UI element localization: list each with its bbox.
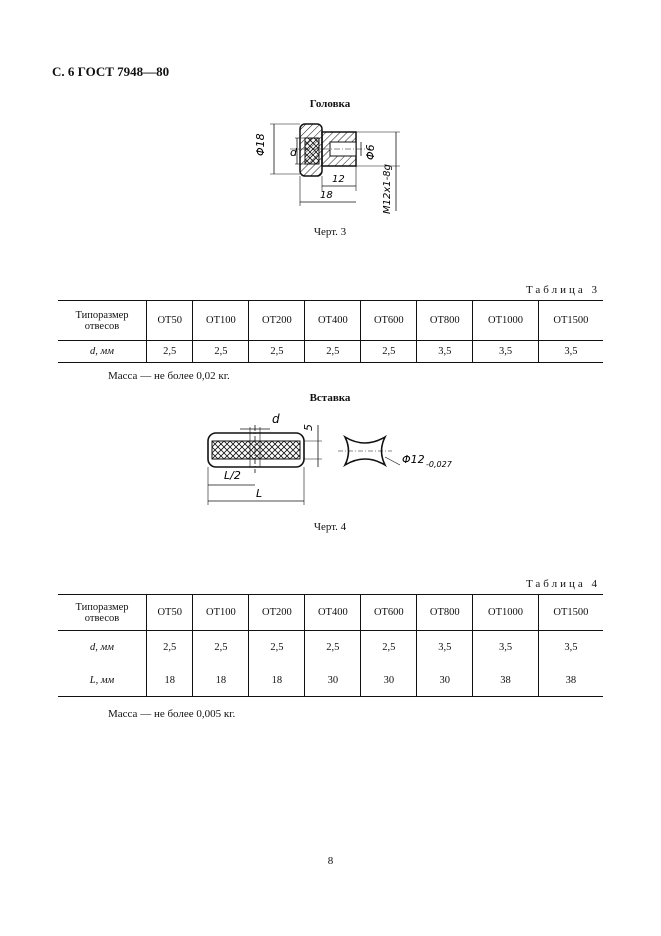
drawing-caption-3: Черт. 3 <box>313 226 347 238</box>
header-cell-first: Типоразмер отвесов <box>58 300 147 341</box>
table-cell: 3,5 <box>472 340 539 363</box>
label-d2: d <box>272 412 280 426</box>
row-label: d, мм <box>90 642 114 654</box>
header-cell: ОТ600 <box>360 300 417 341</box>
drawing-vstavka: d 5 L/2 L Φ12 -0,027 <box>207 412 453 505</box>
table-cell: 2,5 <box>192 630 249 665</box>
page-header: С. 6 ГОСТ 7948—80 <box>52 64 170 79</box>
header-cell: ОТ400 <box>304 300 361 341</box>
table-header-row: Типоразмер отвесов ОТ50 ОТ100 ОТ200 ОТ40… <box>58 594 603 631</box>
table-cell: 2,5 <box>304 630 361 665</box>
header-cell: ОТ400 <box>304 594 361 631</box>
table-cell: 2,5 <box>304 340 361 363</box>
table-cell: 2,5 <box>248 340 305 363</box>
drawing-title-golovka: Головка <box>309 98 351 110</box>
table-cell: 2,5 <box>192 340 249 363</box>
table-cell: 2,5 <box>248 630 305 665</box>
table-cell: 38 <box>472 664 539 697</box>
header-cell-first: Типоразмер отвесов <box>58 594 147 631</box>
header-cell: ОТ50 <box>145 300 193 341</box>
page-number: 8 <box>327 855 334 867</box>
table-header-row: Типоразмер отвесов ОТ50 ОТ100 ОТ200 ОТ40… <box>58 300 603 341</box>
header-cell: ОТ1000 <box>472 594 539 631</box>
label-18: 18 <box>320 190 333 201</box>
label-phi6: Φ6 <box>364 144 377 160</box>
drawing-title-vstavka: Вставка <box>309 392 351 404</box>
label-phi18: Φ18 <box>254 133 267 156</box>
table-cell: 3,5 <box>537 630 603 665</box>
header-cell: ОТ200 <box>248 594 305 631</box>
table-row: L, мм 18 18 18 30 30 30 38 38 <box>58 664 603 697</box>
table-cell: 3,5 <box>537 340 603 363</box>
table-cell: 3,5 <box>472 630 539 665</box>
header-cell: ОТ200 <box>248 300 305 341</box>
header-cell: ОТ800 <box>416 300 473 341</box>
table-cell: 2,5 <box>360 340 417 363</box>
label-5: 5 <box>302 424 315 431</box>
label-thread: M12x1-8g <box>382 164 393 214</box>
drawing-caption-4: Черт. 4 <box>313 521 347 533</box>
table4-label: Таблица 4 <box>525 578 600 590</box>
header-cell: ОТ50 <box>145 594 193 631</box>
table4-note: Масса — не более 0,005 кг. <box>108 708 236 720</box>
table-cell: 18 <box>145 664 193 697</box>
table-cell: 38 <box>537 664 603 697</box>
table-row: d, мм 2,5 2,5 2,5 2,5 2,5 3,5 3,5 3,5 <box>58 340 603 363</box>
table-cell: 2,5 <box>145 340 193 363</box>
table-cell: 18 <box>192 664 249 697</box>
header-cell: ОТ1500 <box>537 594 603 631</box>
header-cell: ОТ1000 <box>472 300 539 341</box>
table-cell: 30 <box>416 664 473 697</box>
label-tol: -0,027 <box>426 460 453 469</box>
table-cell: 3,5 <box>416 340 473 363</box>
table-cell: 30 <box>360 664 417 697</box>
header-cell: ОТ600 <box>360 594 417 631</box>
table-cell: 18 <box>248 664 305 697</box>
head-insert <box>304 137 320 165</box>
table-cell: 3,5 <box>416 630 473 665</box>
header-cell: ОТ1500 <box>537 300 603 341</box>
header-cell: ОТ100 <box>192 300 249 341</box>
label-12: 12 <box>332 174 345 185</box>
drawing-golovka: Φ18 d Φ6 M12x1-8g 12 18 <box>254 123 400 214</box>
label-L: L <box>256 487 262 500</box>
table3-label: Таблица 3 <box>525 284 600 296</box>
label-d: d <box>290 146 298 159</box>
label-L2: L/2 <box>224 469 241 482</box>
table-cell: 2,5 <box>360 630 417 665</box>
header-cell: ОТ100 <box>192 594 249 631</box>
table-cell: 30 <box>304 664 361 697</box>
insert-core <box>211 440 301 460</box>
table-row: d, мм 2,5 2,5 2,5 2,5 2,5 3,5 3,5 3,5 <box>58 630 603 665</box>
header-cell: ОТ800 <box>416 594 473 631</box>
row-label: d, мм <box>90 346 114 357</box>
table3-note: Масса — не более 0,02 кг. <box>108 370 230 382</box>
label-phi12: Φ12 <box>402 453 425 466</box>
table-3: Типоразмер отвесов ОТ50 ОТ100 ОТ200 ОТ40… <box>58 300 603 363</box>
row-label: L, мм <box>89 674 115 686</box>
table-cell: 2,5 <box>145 630 193 665</box>
table-4: Типоразмер отвесов ОТ50 ОТ100 ОТ200 ОТ40… <box>58 594 603 697</box>
